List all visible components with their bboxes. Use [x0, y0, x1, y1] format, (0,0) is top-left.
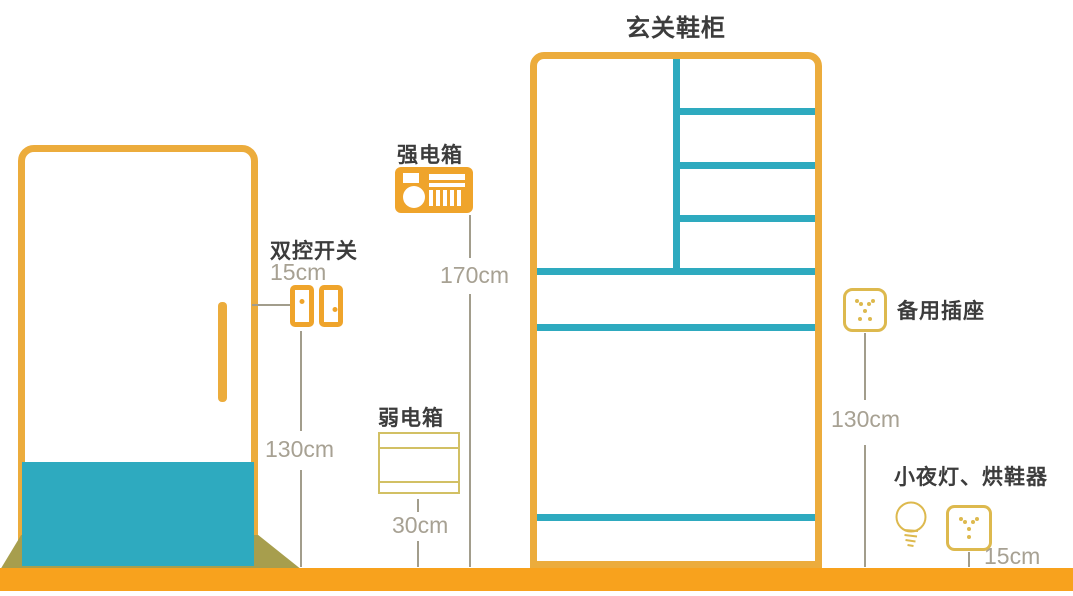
floor [0, 568, 1073, 591]
weak-box-line [380, 447, 458, 449]
measure-line-socket-upper [864, 333, 866, 400]
measure-line-strongbox-upper [469, 215, 471, 258]
measure-line-switch-upper [300, 331, 302, 431]
measure-line-strongbox-lower [469, 294, 471, 567]
double-switch-label: 双控开关 [270, 240, 358, 263]
weakbox-height-value: 30cm [392, 512, 449, 538]
breaker-panel-bar [429, 174, 465, 180]
switch-height-value: 130cm [265, 436, 335, 462]
weak-box-line [380, 481, 458, 483]
spare-socket-label: 备用插座 [897, 300, 985, 323]
switch-dot [299, 299, 305, 304]
five-hole-socket-icon [843, 288, 887, 332]
weak-box-label: 弱电箱 [378, 407, 444, 430]
cabinet-divider [673, 59, 680, 275]
spare-socket-height-value: 130cm [831, 406, 901, 432]
cabinet-shelf [537, 268, 815, 275]
nightlight-height-value: 15cm [984, 543, 1041, 569]
cabinet-shelf [680, 162, 815, 169]
breaker-panel-dial [403, 186, 425, 208]
weak-current-box-icon [378, 432, 460, 494]
breaker-panel-bar [429, 183, 465, 187]
cabinet-shelf [537, 324, 815, 331]
door-handle [218, 302, 227, 402]
shoe-dryer-socket-icon [946, 505, 992, 551]
switch-spacing-value: 15cm [270, 259, 327, 285]
cabinet-shelf [680, 108, 815, 115]
measure-line-switch-lower [300, 470, 302, 567]
breaker-panel-window [403, 173, 419, 183]
breaker-row [429, 190, 467, 206]
cabinet-title: 玄关鞋柜 [626, 15, 726, 42]
strongbox-height-value: 170cm [440, 262, 510, 288]
measure-line-weakbox-upper [417, 499, 419, 512]
night-light-dryer-label: 小夜灯、烘鞋器 [894, 466, 1048, 489]
switch-connector-line [252, 304, 290, 306]
wall-switch-icon-left [290, 285, 314, 327]
breaker-panel-icon [395, 167, 473, 213]
measure-line-socket-lower [864, 445, 866, 567]
measure-line-nightlight [968, 552, 970, 567]
light-bulb-icon [895, 501, 927, 547]
measure-line-weakbox-lower [417, 541, 419, 567]
switch-dot [332, 307, 338, 312]
strong-box-label: 强电箱 [397, 144, 463, 167]
door-kick-panel [22, 462, 254, 566]
cabinet-shelf [537, 514, 815, 521]
cabinet-shelf [680, 215, 815, 222]
wall-switch-icon-right [319, 285, 343, 327]
